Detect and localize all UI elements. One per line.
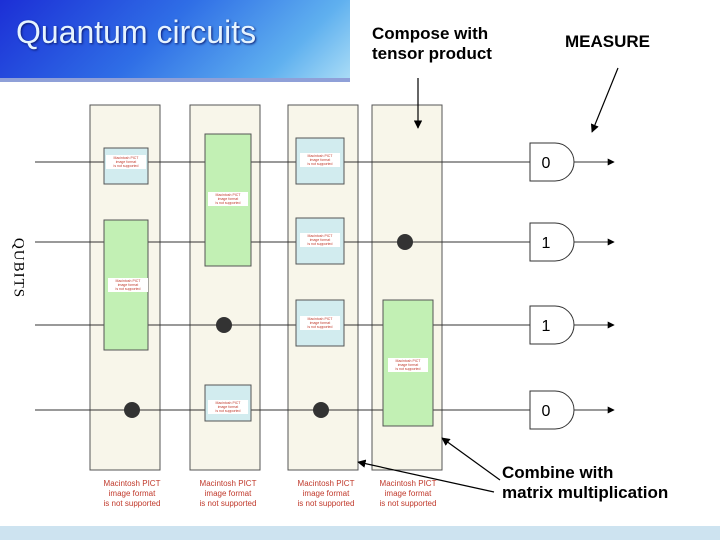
pict-line: is not supported bbox=[216, 201, 241, 205]
footer-band bbox=[0, 526, 720, 540]
pict-line: image format bbox=[310, 158, 330, 162]
pict-line: image format bbox=[398, 363, 418, 367]
pict-line: is not supported bbox=[104, 499, 161, 508]
pict-line: Macintosh PICT bbox=[298, 479, 355, 488]
callout-arrows bbox=[357, 67, 619, 493]
measurement-labels: 0 1 1 0 bbox=[542, 155, 551, 420]
pict-line: is not supported bbox=[308, 162, 333, 166]
measure-gate bbox=[529, 305, 575, 345]
combine-callout: Combine with matrix multiplication bbox=[502, 463, 669, 502]
measure-output: 0 bbox=[542, 403, 551, 420]
pict-line: image format bbox=[118, 283, 138, 287]
pict-line: Macintosh PICT bbox=[104, 479, 161, 488]
pict-placeholder: Macintosh PICT image format is not suppo… bbox=[300, 233, 340, 247]
pict-line: Macintosh PICT bbox=[216, 401, 242, 405]
measure-output: 0 bbox=[542, 155, 551, 172]
control-dots bbox=[124, 234, 413, 418]
control-dot bbox=[397, 234, 413, 250]
pict-line: is not supported bbox=[114, 164, 139, 168]
measurement-gates bbox=[529, 142, 575, 430]
pict-line: image format bbox=[116, 160, 136, 164]
pict-line: is not supported bbox=[308, 242, 333, 246]
combine-arrow-right bbox=[441, 437, 501, 481]
pict-line: is not supported bbox=[116, 287, 141, 291]
measure-callout: MEASURE bbox=[565, 32, 651, 51]
bottom-pict: Macintosh PICT image format is not suppo… bbox=[380, 479, 437, 508]
pict-line: is not supported bbox=[200, 499, 257, 508]
pict-line: image format bbox=[310, 238, 330, 242]
control-dot bbox=[216, 317, 232, 333]
pict-line: Macintosh PICT bbox=[396, 359, 422, 363]
pict-line: image format bbox=[218, 405, 238, 409]
pict-line: is not supported bbox=[216, 409, 241, 413]
bottom-pict: Macintosh PICT image format is not suppo… bbox=[200, 479, 257, 508]
pict-placeholder: Macintosh PICT image format is not suppo… bbox=[106, 155, 146, 169]
pict-placeholder: Macintosh PICT image format is not suppo… bbox=[300, 153, 340, 167]
pict-line: Macintosh PICT bbox=[308, 154, 334, 158]
pict-line: image format bbox=[109, 489, 156, 498]
pict-line: image format bbox=[385, 489, 432, 498]
pict-placeholders: Macintosh PICT image format is not suppo… bbox=[106, 153, 428, 414]
pict-line: is not supported bbox=[396, 367, 421, 371]
pict-line: Macintosh PICT bbox=[380, 479, 437, 488]
pict-line: is not supported bbox=[380, 499, 437, 508]
pict-line: image format bbox=[310, 321, 330, 325]
pict-line: Macintosh PICT bbox=[216, 193, 242, 197]
pict-line: is not supported bbox=[298, 499, 355, 508]
pict-placeholder: Macintosh PICT image format is not suppo… bbox=[208, 400, 248, 414]
bottom-pict: Macintosh PICT image format is not suppo… bbox=[104, 479, 161, 508]
title-underline bbox=[0, 78, 350, 82]
pict-placeholder: Macintosh PICT image format is not suppo… bbox=[388, 358, 428, 372]
measure-output: 1 bbox=[542, 318, 551, 335]
pict-line: image format bbox=[303, 489, 350, 498]
pict-line: Macintosh PICT bbox=[114, 156, 140, 160]
combine-arrow-left bbox=[357, 459, 495, 493]
pict-line: image format bbox=[205, 489, 252, 498]
measure-gate bbox=[529, 390, 575, 430]
measure-output: 1 bbox=[542, 235, 551, 252]
pict-line: is not supported bbox=[308, 325, 333, 329]
pict-line: Macintosh PICT bbox=[116, 279, 142, 283]
control-dot bbox=[313, 402, 329, 418]
compose-callout: Compose with tensor product bbox=[372, 24, 492, 63]
measure-arrow bbox=[590, 67, 619, 133]
pict-line: Macintosh PICT bbox=[200, 479, 257, 488]
pict-placeholder: Macintosh PICT image format is not suppo… bbox=[108, 278, 148, 292]
bottom-pict: Macintosh PICT image format is not suppo… bbox=[298, 479, 355, 508]
control-dot bbox=[124, 402, 140, 418]
slide-title: Quantum circuits bbox=[16, 14, 257, 50]
bottom-pict-placeholders: Macintosh PICT image format is not suppo… bbox=[104, 479, 437, 508]
title-bar: Quantum circuits bbox=[0, 0, 350, 78]
pict-line: Macintosh PICT bbox=[308, 234, 334, 238]
pict-placeholder: Macintosh PICT image format is not suppo… bbox=[300, 316, 340, 330]
pict-placeholder: Macintosh PICT image format is not suppo… bbox=[208, 192, 248, 206]
measure-gate bbox=[529, 142, 575, 182]
pict-line: image format bbox=[218, 197, 238, 201]
measure-gate bbox=[529, 222, 575, 262]
pict-line: Macintosh PICT bbox=[308, 317, 334, 321]
output-wires bbox=[574, 158, 615, 414]
